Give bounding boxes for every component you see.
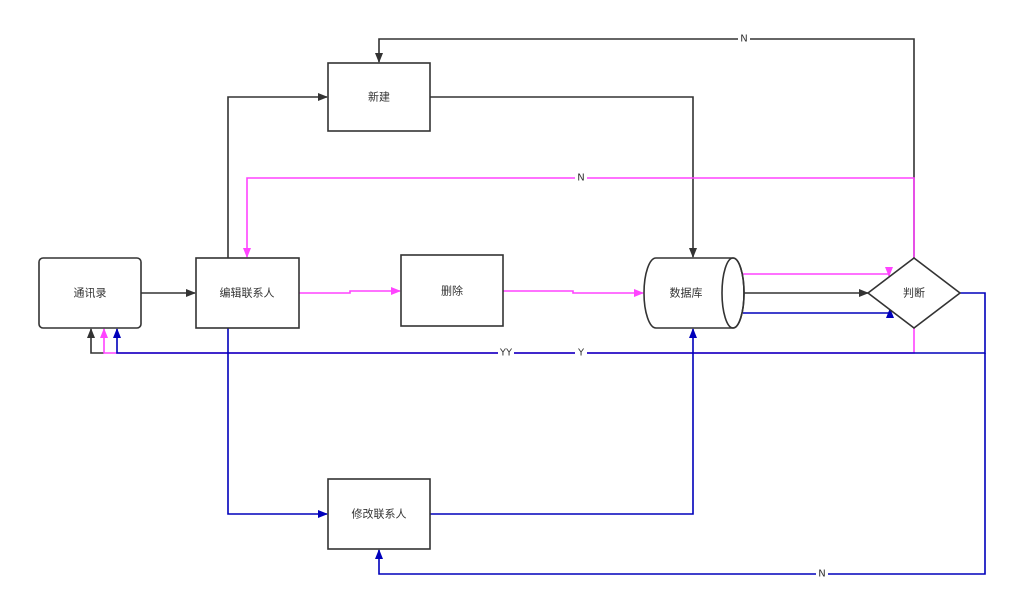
node-contacts-label: 通讯录: [74, 287, 107, 300]
edge-label-delete-no: N: [577, 173, 584, 184]
edge-modify-to-database: [430, 328, 697, 515]
edge-labels: N N N YY Y: [498, 33, 828, 580]
node-database[interactable]: 数据库: [643, 257, 745, 329]
edge-decide-to-edit-no: [243, 177, 915, 258]
edge-decide-to-modify-no: [375, 353, 986, 575]
edge-edit-to-create: [227, 93, 328, 258]
node-delete-label: 删除: [441, 284, 463, 298]
edge-edit-to-delete: [299, 287, 401, 295]
edges-dark: [87, 38, 915, 354]
edge-edit-to-modify: [227, 328, 328, 518]
edges-blue: [113, 292, 986, 575]
node-delete[interactable]: 删除: [400, 254, 504, 327]
edge-decide-to-contacts-yes-dark: [87, 328, 104, 354]
edge-label-create-no: N: [740, 34, 747, 45]
edge-delete-to-database: [503, 289, 644, 297]
node-edit-contact[interactable]: 编辑联系人: [195, 257, 300, 329]
node-create[interactable]: 新建: [327, 62, 431, 132]
edge-create-to-database: [430, 96, 697, 258]
edge-database-to-decide-pink: [743, 267, 893, 277]
edge-label-modify-no: N: [818, 569, 825, 580]
node-create-label: 新建: [368, 90, 390, 104]
edge-decide-to-create-no: [375, 38, 915, 258]
edge-database-to-decide-blue: [743, 308, 894, 318]
edge-label-yes-y: Y: [577, 348, 585, 359]
node-modify-contact[interactable]: 修改联系人: [327, 478, 431, 550]
node-modify-contact-label: 修改联系人: [352, 507, 407, 521]
node-decide[interactable]: 判断: [866, 256, 962, 330]
node-edit-contact-label: 编辑联系人: [220, 286, 275, 300]
edge-label-yes-yy: YY: [499, 348, 513, 359]
node-database-label: 数据库: [670, 286, 703, 300]
node-decide-label: 判断: [903, 286, 925, 300]
node-contacts[interactable]: 通讯录: [38, 257, 142, 329]
